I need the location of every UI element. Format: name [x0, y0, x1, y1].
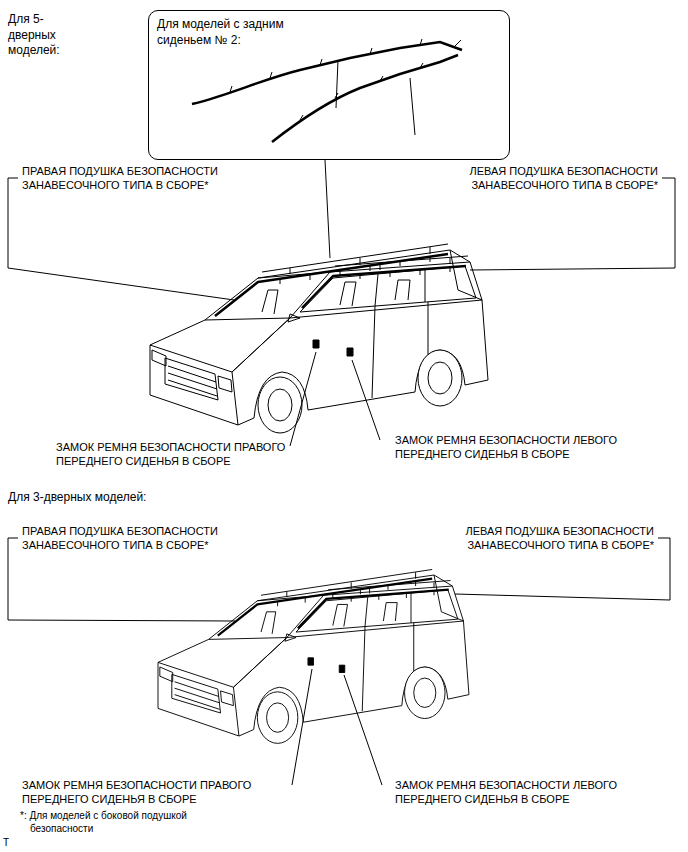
vehicle-3-door [158, 569, 469, 743]
figure-code: T [3, 836, 23, 849]
callout-box: Для моделей с задним сиденьем № 2: [148, 10, 510, 160]
part-label: ЗАМОК РЕМНЯ БЕЗОПАСНОСТИ ПРАВОГО ПЕРЕДНЕ… [56, 440, 306, 469]
part-label: ПРАВАЯ ПОДУШКА БЕЗОПАСНОСТИ ЗАНАВЕСОЧНОГ… [22, 164, 237, 193]
part-label: Для 5-дверных моделей: [8, 12, 88, 59]
part-label: ЛЕВАЯ ПОДУШКА БЕЗОПАСНОСТИ ЗАНАВЕСОЧНОГО… [443, 164, 658, 193]
leader-line [292, 669, 312, 785]
inset-airbag [192, 42, 462, 104]
inset-airbag [272, 55, 458, 142]
part-label: *: Для моделей с боковой подушкой безопа… [20, 809, 205, 835]
inset-wire [336, 60, 415, 135]
part-label: ЛЕВАЯ ПОДУШКА БЕЗОПАСНОСТИ ЗАНАВЕСОЧНОГО… [439, 524, 654, 553]
part-label: ЗАМОК РЕМНЯ БЕЗОПАСНОСТИ ПРАВОГО ПЕРЕДНЕ… [22, 778, 282, 807]
leader-line [352, 360, 380, 440]
leader-line [325, 160, 330, 258]
part-label: Для 3-дверных моделей: [8, 490, 258, 506]
leader-line [290, 352, 316, 446]
leader-line [344, 675, 382, 785]
part-label: ПРАВАЯ ПОДУШКА БЕЗОПАСНОСТИ ЗАНАВЕСОЧНОГ… [22, 524, 237, 553]
part-label: ЗАМОК РЕМНЯ БЕЗОПАСНОСТИ ЛЕВОГО ПЕРЕДНЕГ… [395, 433, 645, 462]
box-heading: Для моделей с задним сиденьем № 2: [157, 17, 319, 48]
leader-line [8, 178, 234, 300]
vehicle-5-door [150, 244, 488, 433]
leader-line [470, 178, 675, 270]
airbag-tab [300, 63, 423, 120]
part-label: ЗАМОК РЕМНЯ БЕЗОПАСНОСТИ ЛЕВОГО ПЕРЕДНЕГ… [395, 778, 645, 807]
